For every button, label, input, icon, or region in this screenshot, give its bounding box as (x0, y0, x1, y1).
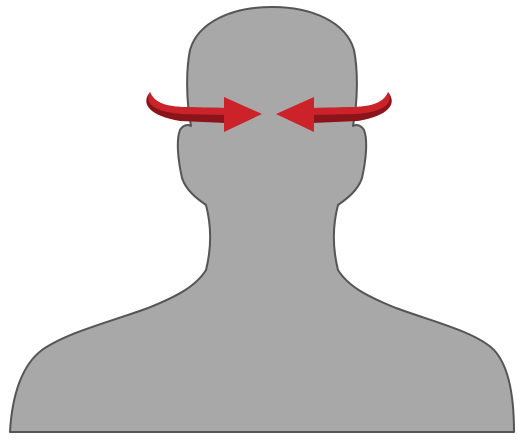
head-silhouette-icon (10, 7, 514, 432)
